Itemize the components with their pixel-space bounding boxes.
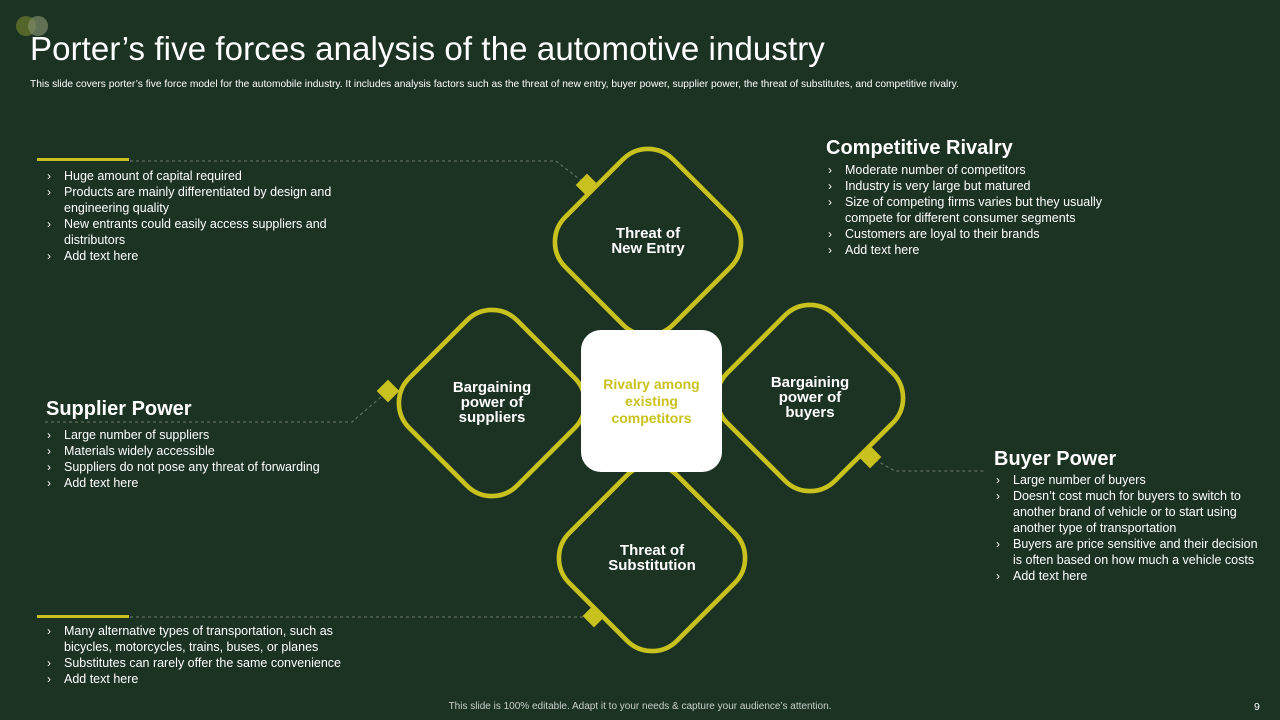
accent-bar-substitution xyxy=(37,615,129,618)
center-box: Rivalry among existing competitors xyxy=(581,330,722,472)
node-new-entry xyxy=(575,173,599,197)
list-item: New entrants could easily access supplie… xyxy=(45,216,335,248)
list-item: Materials widely accessible xyxy=(45,443,355,459)
page-title: Porter’s five forces analysis of the aut… xyxy=(30,30,825,67)
connector-supplier xyxy=(45,390,389,423)
substitution-points: Many alternative types of transportation… xyxy=(45,623,365,687)
list-item: Add text here xyxy=(45,475,355,491)
list-item: Add text here xyxy=(826,242,1126,258)
label-rivalry-center: Rivalry among existing competitors xyxy=(603,375,700,426)
diamond-suppliers xyxy=(396,307,588,499)
accent-bar-new-entry xyxy=(37,158,129,161)
node-supplier xyxy=(376,379,400,403)
list-item: Add text here xyxy=(994,568,1259,584)
supplier-power-heading: Supplier Power xyxy=(46,398,192,420)
list-item: Substitutes can rarely offer the same co… xyxy=(45,655,365,671)
list-item: Huge amount of capital required xyxy=(45,168,335,184)
list-item: Suppliers do not pose any threat of forw… xyxy=(45,459,355,475)
node-substitution xyxy=(582,604,606,628)
list-item: Large number of suppliers xyxy=(45,427,355,443)
list-item: Customers are loyal to their brands xyxy=(826,226,1126,242)
logo-dots xyxy=(14,16,54,38)
list-item: Buyers are price sensitive and their dec… xyxy=(994,536,1259,568)
buyer-power-heading: Buyer Power xyxy=(994,448,1117,470)
list-item: Size of competing firms varies but they … xyxy=(826,194,1126,226)
list-item: Products are mainly differentiated by de… xyxy=(45,184,335,216)
connector-buyer xyxy=(869,456,985,472)
label-bargaining-suppliers: Bargaining power of suppliers xyxy=(452,379,532,426)
label-bargaining-buyers: Bargaining power of buyers xyxy=(770,374,850,421)
list-item: Many alternative types of transportation… xyxy=(45,623,365,655)
list-item: Add text here xyxy=(45,248,335,264)
competitive-rivalry-heading: Competitive Rivalry xyxy=(826,137,1013,159)
list-item: Moderate number of competitors xyxy=(826,162,1126,178)
node-buyer xyxy=(858,445,882,469)
list-item: Industry is very large but matured xyxy=(826,178,1126,194)
label-threat-new-entry: Threat of New Entry xyxy=(611,225,685,257)
competitive-rivalry-points: Moderate number of competitorsIndustry i… xyxy=(826,162,1126,258)
buyer-power-points: Large number of buyersDoesn’t cost much … xyxy=(994,472,1259,584)
supplier-power-points: Large number of suppliersMaterials widel… xyxy=(45,427,355,491)
page-subtitle: This slide covers porter’s five force mo… xyxy=(30,79,959,90)
page-number: 9 xyxy=(1254,701,1260,713)
new-entry-points: Huge amount of capital requiredProducts … xyxy=(45,168,335,264)
connector-new-entry xyxy=(130,160,588,186)
list-item: Doesn’t cost much for buyers to switch t… xyxy=(994,488,1259,536)
footer-note: This slide is 100% editable. Adapt it to… xyxy=(448,701,832,712)
list-item: Large number of buyers xyxy=(994,472,1259,488)
list-item: Add text here xyxy=(45,671,365,687)
label-threat-substitution: Threat of Substitution xyxy=(608,542,696,574)
